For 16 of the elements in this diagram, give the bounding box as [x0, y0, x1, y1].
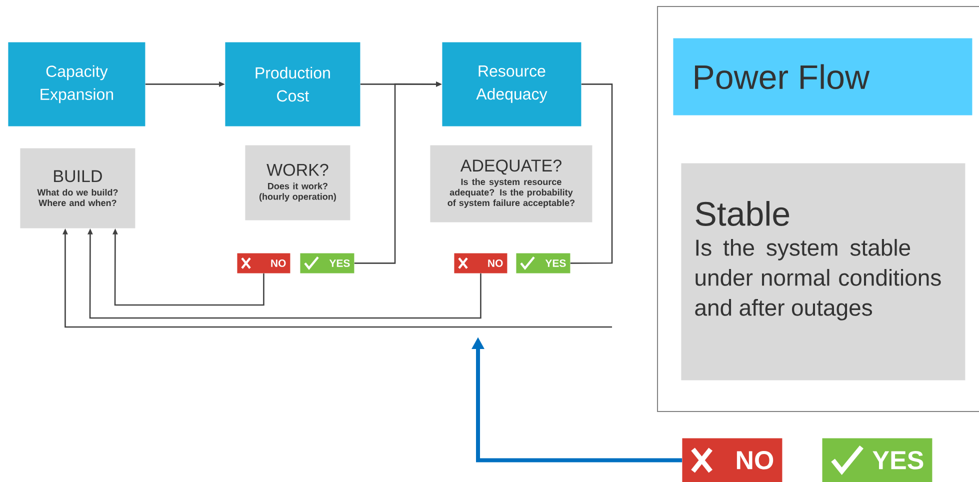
info-card: WORK? Does it work? (hourly operation) — [245, 145, 350, 220]
connector-line — [570, 84, 613, 264]
info-card: ADEQUATE? Is the system resource adequate? Is the probability of system failure acceptable? — [430, 145, 592, 222]
process-box: Production Cost — [225, 42, 360, 126]
yes-badge: YES — [300, 253, 354, 274]
no-badge: NO — [682, 438, 782, 482]
yes-badge: YES — [516, 253, 570, 274]
no-badge: NO — [454, 253, 508, 274]
yes-badge: YES — [822, 438, 932, 482]
process-box: Capacity Expansion — [8, 42, 146, 126]
panel-frame — [657, 6, 979, 412]
info-card: Stable Is the system stable under normal conditions and after outages — [681, 163, 966, 380]
process-box: Resource Adequacy — [442, 42, 582, 126]
no-badge: NO — [237, 253, 290, 274]
info-card: BUILD What do we build? Where and when? — [20, 148, 136, 228]
title-band: Power Flow — [673, 38, 972, 116]
